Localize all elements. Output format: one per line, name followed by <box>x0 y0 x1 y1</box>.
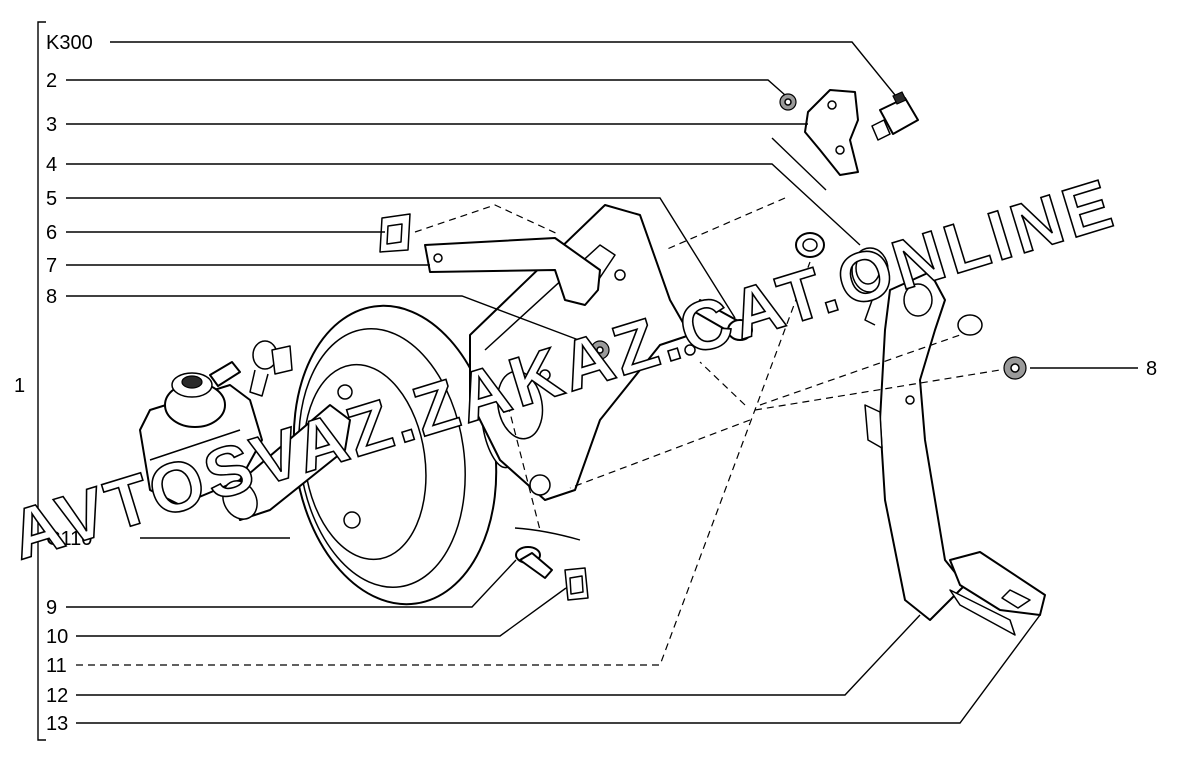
nut-part-8 <box>590 340 610 360</box>
pedal-bracket <box>469 204 691 501</box>
label-13: 13 <box>46 713 68 735</box>
group-bracket <box>37 21 46 741</box>
label-12: 12 <box>46 685 68 707</box>
label-8: 8 <box>46 286 57 308</box>
vacuum-booster <box>292 304 520 606</box>
label-6: 6 <box>46 222 57 244</box>
pivot-bolt <box>684 299 753 356</box>
label-9: 9 <box>46 597 57 619</box>
label-5: 5 <box>46 188 57 210</box>
label-c110: C110 <box>46 528 92 550</box>
clevis-pin <box>515 546 553 579</box>
label-10: 10 <box>46 626 68 648</box>
return-spring <box>851 247 889 326</box>
label-2: 2 <box>46 70 57 92</box>
support-plate <box>424 237 601 306</box>
label-k300: K300 <box>46 32 93 54</box>
label-8-right: 8 <box>1146 358 1157 380</box>
label-3: 3 <box>46 114 57 136</box>
label-7: 7 <box>46 255 57 277</box>
master-cylinder <box>139 340 351 521</box>
pedal-bushing <box>795 232 825 258</box>
clip-part-6 <box>379 213 411 253</box>
label-group-1: 1 <box>14 375 25 397</box>
label-4: 4 <box>46 154 57 176</box>
leader-lines <box>66 41 1138 724</box>
watermark: AVTOSVAZ.ZAKAZ.CAT.ONLINE <box>2 164 1125 575</box>
brake-pedal <box>864 271 1027 621</box>
assembly-dashed-lines <box>76 197 1001 666</box>
switch-mount-plate <box>779 89 859 176</box>
retaining-clip <box>564 567 589 601</box>
label-11: 11 <box>46 655 67 677</box>
pedal-pad <box>949 551 1046 636</box>
brake-light-switch <box>871 91 919 141</box>
